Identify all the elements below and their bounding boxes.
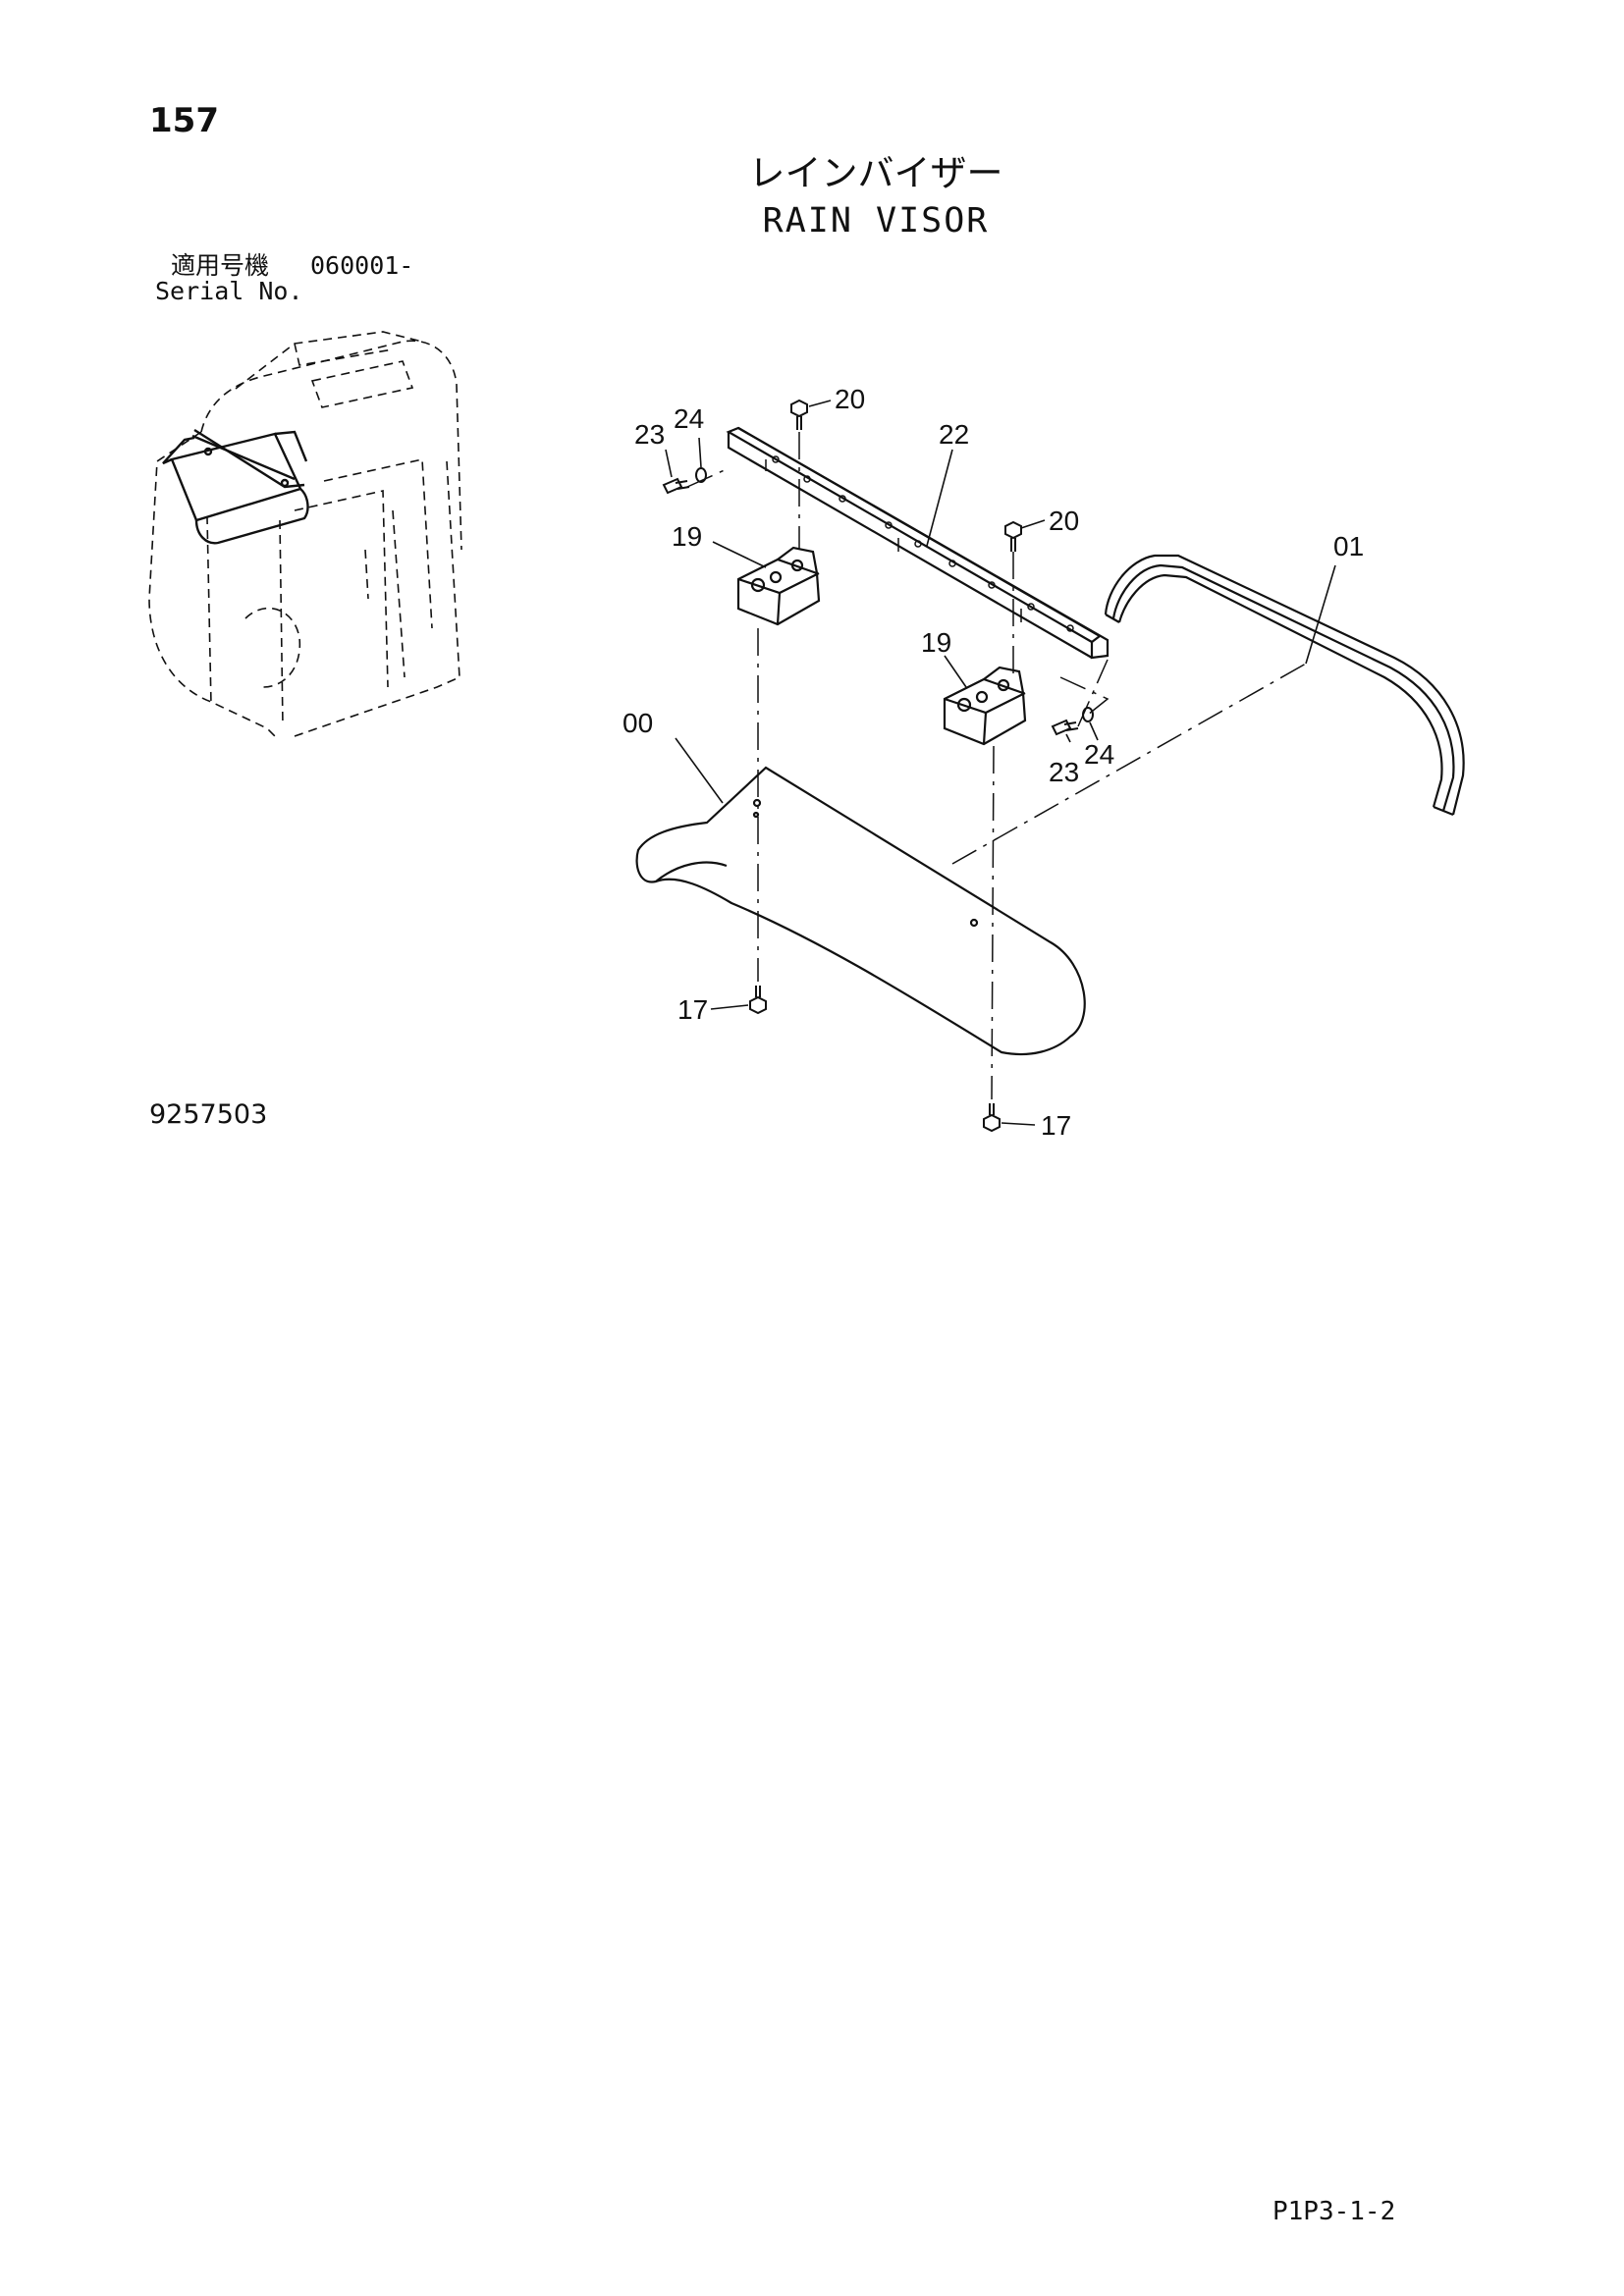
callout-20-lower: 20 [1049, 506, 1079, 536]
page-number: 157 [149, 101, 219, 140]
part-22-bracket-bar [726, 426, 1110, 660]
callout-24-upper: 24 [674, 403, 704, 434]
callout-19-left: 19 [672, 521, 702, 552]
callout-01: 01 [1333, 531, 1364, 561]
callout-17-right: 17 [1041, 1110, 1071, 1141]
callout-20-upper: 20 [835, 384, 865, 414]
callout-labels: 20 24 23 22 20 19 01 19 00 23 24 17 17 [623, 384, 1364, 1141]
serial-label-japanese: 適用号機 [171, 251, 270, 280]
cab-locator-view [148, 331, 462, 739]
part-00-visor-panel [635, 766, 1086, 1056]
leader-lines [665, 400, 1336, 1126]
assembly-center-lines [686, 432, 1307, 1100]
callout-24-lower: 24 [1084, 739, 1114, 770]
callout-17-left: 17 [677, 994, 708, 1025]
figure-code: 9257503 [149, 1099, 268, 1130]
callout-23-upper: 23 [634, 419, 665, 450]
part-19-bracket-left [736, 546, 821, 626]
serial-number-value: 060001- [310, 251, 414, 280]
callout-23-lower: 23 [1049, 757, 1079, 787]
callout-22: 22 [939, 419, 969, 450]
part-19-bracket-right [943, 666, 1027, 746]
callout-19-right: 19 [921, 627, 951, 658]
part-01-seal-strip [1104, 554, 1465, 817]
serial-label-english: Serial No. [155, 277, 303, 305]
callout-00: 00 [623, 708, 653, 738]
page-code: P1P3-1-2 [1272, 2197, 1396, 2226]
title-japanese: レインバイザー [748, 152, 1003, 194]
hardware [662, 399, 1094, 1133]
title-english: RAIN VISOR [762, 201, 990, 240]
